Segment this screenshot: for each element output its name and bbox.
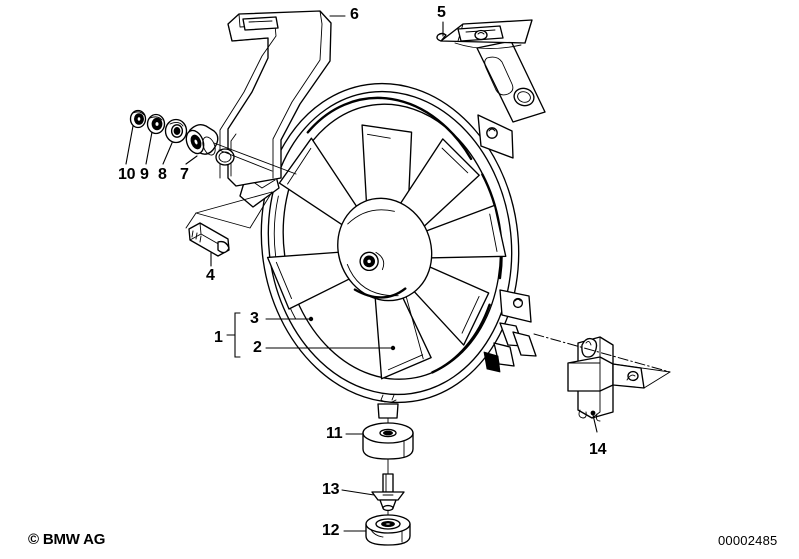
bracket-item-6: [215, 10, 332, 187]
callout-14: 14: [589, 441, 607, 458]
callout-1: 1: [214, 329, 223, 346]
fan-impeller: [266, 124, 507, 380]
shroud-clip-tabs: [483, 322, 537, 373]
part-13-stud: [371, 473, 405, 512]
part-7-bushing: [185, 124, 219, 156]
callout-12: 12: [322, 522, 340, 539]
callout-7: 7: [180, 166, 189, 183]
callout-2: 2: [253, 339, 262, 356]
diagram-part-number: 00002485: [718, 533, 778, 548]
copyright-notice: © BMW AG: [28, 531, 106, 548]
part-8-washer: [164, 118, 188, 144]
fasteners-7-10: [125, 109, 219, 165]
callout-6: 6: [350, 6, 359, 23]
part-12-grommet: [365, 514, 411, 546]
callout-13: 13: [322, 481, 340, 498]
part-14-clip: [567, 336, 645, 433]
part-10-nut: [129, 109, 147, 129]
callout-5: 5: [437, 4, 446, 21]
bracket-item-5: [436, 19, 546, 123]
callout-9: 9: [140, 166, 149, 183]
lower-mount-stack: [341, 417, 414, 546]
callout-8: 8: [158, 166, 167, 183]
group-bracket-1: [226, 312, 396, 358]
part-9-lock-washer: [146, 113, 166, 135]
callout-11: 11: [326, 425, 343, 442]
callout-3: 3: [250, 310, 259, 327]
callout-4: 4: [206, 267, 215, 284]
callout-10: 10: [118, 166, 136, 183]
part-11-rubber-mount: [362, 422, 414, 460]
part-4-bolt: [185, 191, 273, 267]
